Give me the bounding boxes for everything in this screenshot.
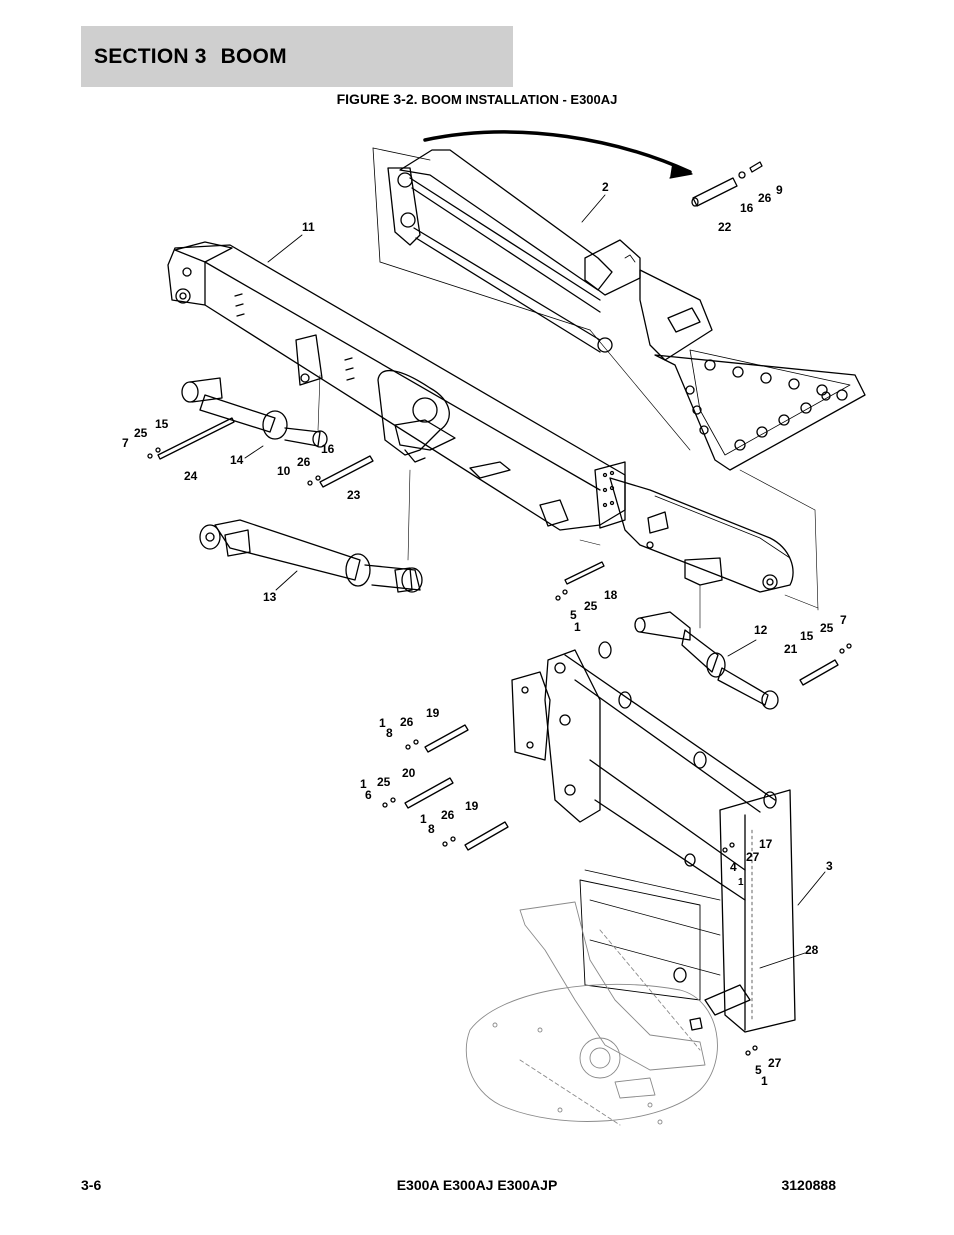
section-number: SECTION 3 — [94, 44, 207, 68]
callout: 24 — [184, 469, 198, 483]
callout: 15 — [155, 417, 169, 431]
callout: 12 — [754, 623, 768, 637]
callout: 3 — [826, 859, 833, 873]
callout: 7 — [840, 613, 847, 627]
figure-label: FIGURE 3-2. — [336, 91, 418, 107]
callout: 21 — [784, 642, 798, 656]
callout: 25 — [377, 775, 391, 789]
callout: 26 — [441, 808, 455, 822]
callout: 1 — [761, 1074, 768, 1088]
pin-22 — [691, 161, 763, 207]
callout: 17 — [759, 837, 773, 851]
callout: 22 — [718, 220, 732, 234]
callout: 1 — [379, 716, 386, 730]
callout: 2 — [602, 180, 609, 194]
main-boom — [167, 241, 794, 593]
section-title: SECTION 3 BOOM — [94, 45, 287, 69]
callout: 19 — [426, 706, 440, 720]
section-name: BOOM — [220, 44, 287, 68]
callout: 4 — [730, 860, 737, 874]
callout: 16 — [321, 442, 335, 456]
callout: 18 — [604, 588, 618, 602]
callout: 1 — [420, 812, 427, 826]
cylinder-13 — [199, 519, 423, 593]
callout: 5 — [755, 1063, 762, 1077]
callout: 14 — [230, 453, 244, 467]
callout-numbers: 2 9 26 16 22 11 15 25 7 14 24 16 26 10 2… — [122, 180, 847, 1088]
callout: 5 — [570, 608, 577, 622]
callout: 13 — [263, 590, 277, 604]
lower-boom-riser — [511, 641, 796, 1033]
callout: 11 — [302, 220, 315, 234]
figure-caption: FIGURE 3-2. BOOM INSTALLATION - E300AJ — [0, 91, 954, 107]
callout: 10 — [277, 464, 291, 478]
callout: 8 — [428, 822, 435, 836]
callout: 1 — [738, 877, 744, 888]
callout: 25 — [134, 426, 148, 440]
callout: 1 — [574, 620, 581, 634]
callout: 25 — [820, 621, 834, 635]
cylinder-14 — [181, 377, 328, 448]
turntable — [465, 901, 718, 1126]
part-number: 3120888 — [781, 1177, 836, 1193]
callout: 16 — [740, 201, 754, 215]
callout: 1 — [360, 777, 367, 791]
callout: 26 — [297, 455, 311, 469]
callout: 27 — [768, 1056, 782, 1070]
alignment-lines — [317, 374, 819, 629]
callout: 7 — [122, 436, 129, 450]
cylinder-12 — [634, 611, 779, 710]
page-number: 3-6 — [81, 1177, 102, 1193]
callout: 26 — [758, 191, 772, 205]
model-list: E300A E300AJ E300AJP — [396, 1177, 558, 1193]
section-header: SECTION 3 BOOM — [81, 26, 513, 87]
callout: 27 — [746, 850, 760, 864]
callout: 19 — [465, 799, 479, 813]
callout: 23 — [347, 488, 361, 502]
pins-and-clips — [147, 417, 852, 1056]
callout: 6 — [365, 788, 372, 802]
upper-boom-assembly — [372, 147, 866, 511]
callout: 26 — [400, 715, 414, 729]
callout: 9 — [776, 183, 783, 197]
figure-title: BOOM INSTALLATION - E300AJ — [421, 92, 618, 107]
callout: 25 — [584, 599, 598, 613]
callout: 8 — [386, 726, 393, 740]
callout: 20 — [402, 766, 416, 780]
callout: 15 — [800, 629, 814, 643]
callout: 28 — [805, 943, 819, 957]
leader-lines — [244, 194, 826, 969]
